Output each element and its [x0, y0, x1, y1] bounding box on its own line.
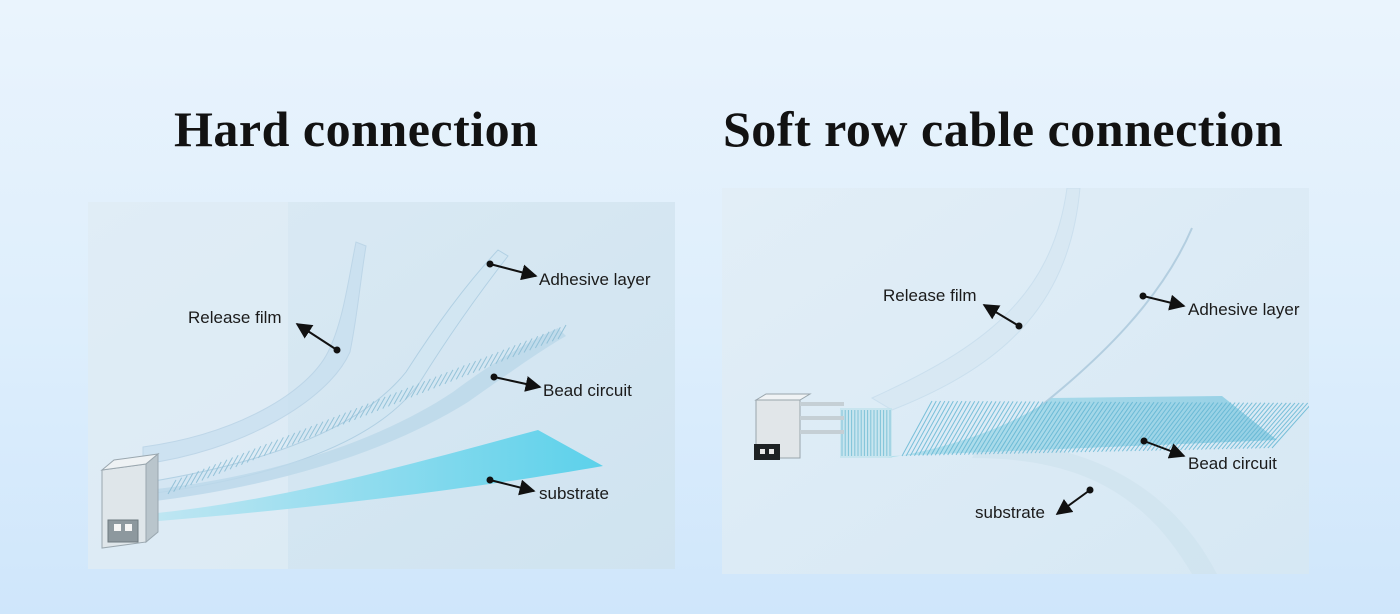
adhesive-layer-arrow	[1142, 294, 1186, 311]
adhesive-layer-arrow	[489, 263, 538, 281]
adhesive-layer-dot	[1139, 292, 1147, 300]
soft-label-release-film: Release film	[883, 286, 977, 305]
soft-connection-title: Soft row cable connection	[723, 101, 1284, 157]
bead-circuit-sheet	[148, 324, 567, 502]
bead-circuit-dot	[1140, 437, 1148, 445]
bead-circuit-dot	[490, 373, 498, 381]
substrate-sheet	[148, 430, 603, 522]
substrate-dot	[486, 476, 494, 484]
aluminum-profile	[100, 452, 160, 549]
hard-label-substrate: substrate	[539, 484, 609, 503]
substrate-arrow	[489, 479, 536, 496]
soft-connection-diagram: Release film Adhesive layer Bead circuit…	[722, 188, 1309, 574]
release-film-arrow	[982, 304, 1020, 327]
substrate-dot	[1086, 486, 1094, 494]
hard-label-release-film: Release film	[188, 308, 282, 327]
hard-label-bead-circuit: Bead circuit	[543, 381, 632, 400]
hard-connection-title: Hard connection	[174, 101, 539, 157]
release-film-dot	[333, 346, 341, 354]
bead-circuit-arrow	[493, 376, 542, 392]
adhesive-layer-dot	[486, 260, 494, 268]
release-film-sheet	[870, 188, 1081, 411]
release-film-sheet	[142, 241, 367, 465]
hard-label-adhesive-layer: Adhesive layer	[539, 270, 651, 289]
soft-label-adhesive-layer: Adhesive layer	[1188, 300, 1300, 319]
release-film-dot	[1015, 322, 1023, 330]
adhesive-layer-sheet	[147, 249, 509, 495]
soft-label-substrate: substrate	[975, 503, 1045, 522]
release-film-arrow	[295, 323, 338, 351]
hard-connection-diagram: Release film Adhesive layer Bead circuit…	[88, 202, 675, 569]
aluminum-profile	[754, 393, 844, 460]
substrate-arrow	[1055, 489, 1091, 515]
substrate-sheet	[972, 440, 1217, 574]
soft-label-bead-circuit: Bead circuit	[1188, 454, 1277, 473]
bead-circuit-sheet	[840, 396, 1309, 458]
bead-circuit-arrow	[1143, 440, 1186, 459]
adhesive-layer-sheet	[1031, 227, 1193, 414]
